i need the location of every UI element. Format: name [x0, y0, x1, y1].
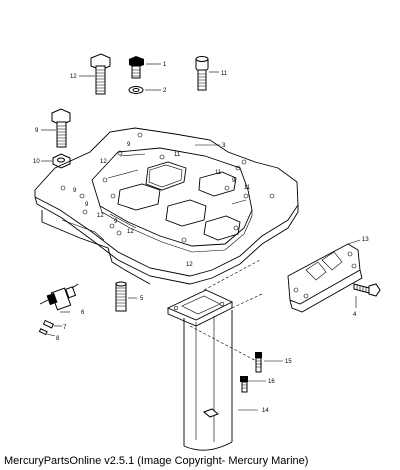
callout-10: 10	[33, 159, 40, 165]
part-10-nut	[52, 153, 71, 169]
callout-9-plate-top: 9	[127, 142, 131, 148]
callout-12-plate-c: 12	[127, 229, 134, 235]
part-4-bolt	[353, 283, 381, 297]
callout-3: 3	[222, 143, 226, 149]
part-2-washer	[128, 86, 144, 94]
callout-14: 14	[262, 408, 269, 414]
part-8-pin	[38, 328, 48, 336]
part-14-tube	[166, 259, 263, 451]
callout-9-plate-left: 9	[73, 188, 77, 194]
callout-11-plate-a: 11	[174, 152, 181, 158]
callout-9-plate-right: 9	[232, 178, 236, 184]
part-9-bolt	[51, 108, 71, 148]
callout-12-plate-b: 12	[97, 213, 104, 219]
callout-5: 5	[140, 296, 144, 302]
callout-12-plate-a: 12	[100, 159, 107, 165]
callout-8: 8	[56, 336, 60, 342]
callout-12-plate-d: 12	[186, 262, 193, 268]
part-7-pin	[42, 319, 55, 329]
callout-9-plate-front: 9	[85, 202, 89, 208]
callout-16: 16	[268, 379, 275, 385]
part-15-screw	[255, 352, 262, 373]
callout-12-top: 12	[70, 74, 77, 80]
callout-6: 6	[81, 310, 85, 316]
part-3-mounting-plate	[34, 127, 299, 285]
part-11-socket-screw	[195, 56, 209, 91]
callout-9-left-bolt: 9	[35, 128, 39, 134]
callout-9-plate-mid: 9	[114, 219, 118, 225]
callout-13: 13	[362, 237, 369, 243]
part-16-screw	[240, 376, 248, 393]
callout-11-plate-c: 11	[244, 185, 251, 191]
callout-11-plate-b: 11	[215, 170, 222, 176]
callout-7: 7	[63, 325, 67, 331]
callout-2: 2	[163, 88, 167, 94]
part-5-stud	[115, 281, 127, 312]
part-6-rubber-mount	[39, 283, 79, 311]
callout-1: 1	[163, 62, 167, 68]
part-12-bolt	[90, 53, 111, 95]
copyright-footer: MercuryPartsOnline v2.5.1 (Image Copyrig…	[4, 455, 309, 467]
part-13-bracket	[287, 243, 363, 313]
part-1-bolt	[129, 56, 144, 79]
callout-4: 4	[353, 312, 357, 318]
callout-11-top: 11	[221, 71, 228, 77]
callout-15: 15	[285, 359, 292, 365]
